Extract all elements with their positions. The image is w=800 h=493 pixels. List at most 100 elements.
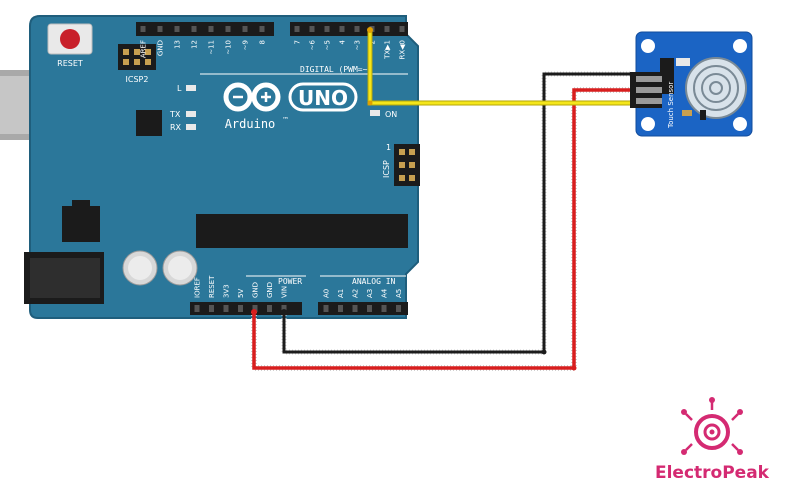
pin-label: 8 — [259, 40, 267, 44]
pin-label: IOREF — [194, 277, 202, 298]
power-pin-labels: IOREF RESET 3V3 5V GND GND VIN — [194, 275, 289, 312]
led-rx-label: RX — [170, 123, 182, 132]
pin-label: ~5 — [324, 40, 332, 50]
pin-label: 5V — [237, 289, 245, 298]
pin-label: GND — [157, 40, 165, 56]
pin-label: ~3 — [354, 40, 362, 50]
pin-label: 12 — [191, 40, 199, 49]
pin-label: 4 — [339, 39, 347, 44]
pin-label: GND — [252, 282, 260, 298]
header-pin — [399, 26, 405, 32]
led-l — [186, 85, 196, 91]
pin-label: A2 — [352, 289, 360, 298]
pin-label: ~6 — [309, 39, 317, 50]
sensor-label: Touch Sensor — [667, 82, 675, 129]
wire-joint-5v — [251, 309, 257, 315]
pin-label: RESET — [208, 275, 216, 298]
header-pin — [384, 26, 390, 32]
led-on-label: ON — [385, 110, 397, 119]
header-pin — [209, 305, 214, 312]
digital-label: DIGITAL (PWM=~) — [300, 65, 372, 74]
icsp-label: ICSP — [382, 160, 391, 178]
header-pin — [367, 305, 372, 312]
header-pin — [338, 305, 343, 312]
pin-label: GND — [266, 282, 274, 298]
header-pin — [194, 305, 200, 312]
arduino-logo — [223, 82, 358, 112]
pin-label: TX▶1 — [384, 40, 392, 60]
pin-label: VIN — [281, 286, 289, 298]
header-pin — [267, 305, 272, 312]
logo-tm: ™ — [282, 116, 289, 124]
header-pin — [252, 305, 258, 312]
icsp2-label: ICSP2 — [126, 75, 149, 84]
header-pin — [191, 26, 197, 32]
pin-label: A3 — [366, 289, 374, 298]
pin-label: 13 — [174, 40, 182, 49]
reset-label: RESET — [57, 59, 83, 68]
pin-label: A0 — [323, 289, 331, 298]
led-tx — [186, 111, 196, 117]
analog-header — [318, 302, 408, 315]
reset-button[interactable] — [47, 23, 93, 55]
usb-chip — [136, 110, 162, 136]
pin-label: AREF — [140, 40, 148, 58]
icsp2-header — [118, 44, 156, 70]
icsp-header — [394, 144, 420, 186]
header-pin — [140, 26, 146, 32]
header-pin — [259, 26, 265, 32]
header-pin — [225, 26, 231, 32]
electropeak-logo-icon — [681, 397, 743, 455]
header-pin — [324, 26, 330, 32]
analog-pin-labels: A0 A1 A2 A3 A4 A5 — [323, 288, 403, 312]
logo-sub: Arduino — [225, 117, 276, 131]
pin-label: 7 — [294, 40, 302, 44]
pin-label: ~10 — [225, 40, 233, 55]
pin-label: 3V3 — [223, 284, 231, 298]
header-pin — [281, 305, 287, 312]
wire-joint-signal-pin — [367, 27, 373, 33]
header-pin — [396, 305, 401, 312]
logo-name: UNO — [298, 86, 348, 110]
header-pin — [352, 305, 358, 312]
led-rx — [186, 124, 196, 130]
icsp-pin1-label: 1 — [386, 143, 391, 152]
header-pin — [381, 305, 387, 312]
wire-joint-power — [571, 365, 577, 371]
header-pin — [242, 26, 248, 32]
power-label: POWER — [278, 277, 302, 286]
power-jack — [24, 252, 104, 304]
microcontroller-chip — [196, 214, 408, 248]
capacitor-2 — [162, 250, 198, 286]
voltage-regulator — [62, 200, 100, 242]
header-pin — [309, 26, 315, 32]
pin-label: A5 — [395, 289, 403, 298]
header-pin — [157, 26, 163, 32]
pin-label: A4 — [381, 288, 389, 298]
header-pin — [294, 26, 300, 32]
led-l-label: L — [177, 84, 182, 93]
led-on — [370, 110, 380, 116]
touch-sensor-module — [630, 31, 753, 137]
capacitor-1 — [122, 250, 158, 286]
led-tx-label: TX — [169, 110, 181, 119]
header-pin — [339, 26, 345, 32]
wire-joint-signal — [367, 100, 373, 106]
power-header — [190, 302, 302, 315]
header-pin — [174, 26, 180, 32]
digital-header — [136, 22, 408, 36]
header-pin — [208, 26, 214, 32]
analog-label: ANALOG IN — [352, 277, 396, 286]
header-pin — [238, 305, 243, 312]
wire-joint-ground — [541, 349, 547, 355]
pin-label: ~9 — [242, 40, 250, 50]
pin-label: RX◀0 — [399, 40, 407, 60]
header-pin — [223, 305, 229, 312]
pin-label: ~11 — [208, 40, 216, 55]
brand-name: ElectroPeak — [655, 463, 770, 483]
header-pin — [354, 26, 360, 32]
pin-label: A1 — [337, 289, 345, 298]
wire-joint-gnd — [281, 309, 287, 315]
